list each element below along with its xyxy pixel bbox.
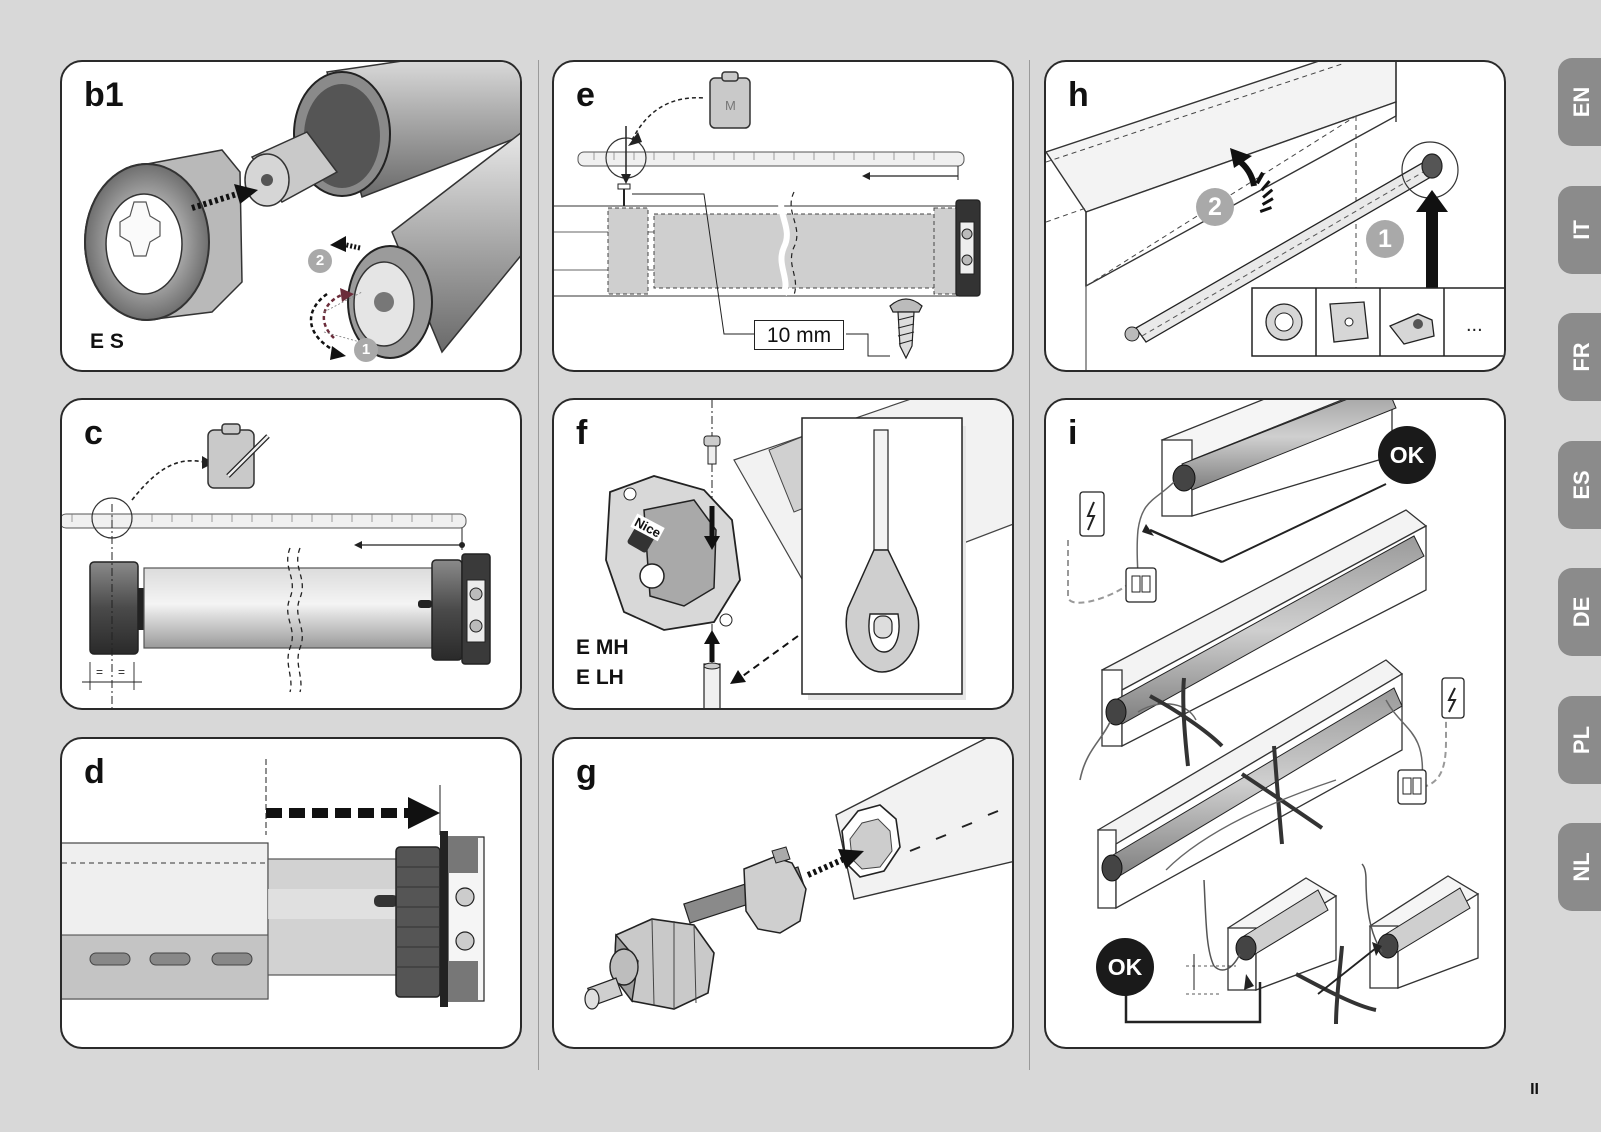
measure-label: 10 mm bbox=[754, 320, 844, 350]
panel-f-label: f bbox=[576, 414, 588, 452]
clipboard-letter: M bbox=[725, 98, 736, 113]
panel-d-label: d bbox=[84, 753, 105, 791]
c-illustration: = = bbox=[62, 423, 491, 708]
lang-tab-fr-label: FR bbox=[1569, 342, 1594, 372]
panel-b1-model: E S bbox=[90, 330, 124, 353]
ok-badge-top: OK bbox=[1378, 426, 1436, 484]
panel-f-model-mh: E MH bbox=[576, 636, 629, 659]
e-illustration bbox=[554, 71, 981, 360]
panel-h-label: h bbox=[1068, 76, 1089, 114]
lang-tab-es-label: ES bbox=[1569, 470, 1594, 500]
panel-e-label: e bbox=[576, 76, 595, 114]
step-badge-2: 2 bbox=[308, 249, 332, 273]
lang-tab-pl[interactable]: PL bbox=[1558, 696, 1601, 784]
panel-i: i OK OK bbox=[1044, 398, 1506, 1049]
d-illustration bbox=[62, 759, 485, 1007]
lang-tab-en[interactable]: EN bbox=[1558, 58, 1601, 146]
svg-text:=: = bbox=[118, 665, 125, 679]
ok-badge-bottom: OK bbox=[1096, 938, 1154, 996]
h-illustration bbox=[1046, 62, 1504, 370]
lang-tab-es[interactable]: ES bbox=[1558, 441, 1601, 529]
lang-tab-fr[interactable]: FR bbox=[1558, 313, 1601, 401]
page-number: II bbox=[1530, 1081, 1539, 1098]
lang-tab-pl-label: PL bbox=[1569, 725, 1594, 755]
step-badge-1: 1 bbox=[354, 338, 378, 362]
step-badge-1: 1 bbox=[1366, 220, 1404, 258]
panel-g-label: g bbox=[576, 753, 597, 791]
panel-b1-label: b1 bbox=[84, 76, 124, 114]
lang-tab-de[interactable]: DE bbox=[1558, 568, 1601, 656]
panel-c: = = c bbox=[60, 398, 522, 710]
g-illustration bbox=[584, 739, 1012, 1010]
lang-tab-de-label: DE bbox=[1569, 596, 1594, 628]
panel-e: e M 10 mm bbox=[552, 60, 1014, 372]
panel-d: d bbox=[60, 737, 522, 1049]
b1-illustration bbox=[84, 62, 520, 360]
panel-h: h 2 1 ... bbox=[1044, 60, 1506, 372]
panel-g: g bbox=[552, 737, 1014, 1049]
column-separator-right bbox=[1029, 60, 1030, 1070]
panel-i-label: i bbox=[1068, 414, 1078, 452]
panel-f-model-lh: E LH bbox=[576, 666, 624, 689]
panel-c-label: c bbox=[84, 414, 103, 452]
lang-tab-en-label: EN bbox=[1569, 86, 1594, 118]
panel-f: f Nice E MH E LH bbox=[552, 398, 1014, 710]
lang-tab-nl[interactable]: NL bbox=[1558, 823, 1601, 911]
lang-tab-it-label: IT bbox=[1569, 220, 1594, 240]
lang-tab-it[interactable]: IT bbox=[1558, 186, 1601, 274]
svg-text:=: = bbox=[96, 665, 103, 679]
more-brackets-indicator: ... bbox=[1466, 314, 1483, 336]
i-illustration bbox=[1067, 400, 1480, 1025]
column-separator-left bbox=[538, 60, 539, 1070]
f-illustration bbox=[605, 400, 1012, 708]
lang-tab-nl-label: NL bbox=[1569, 852, 1594, 882]
panel-b1: b1 E S 2 1 bbox=[60, 60, 522, 372]
step-badge-2: 2 bbox=[1196, 188, 1234, 226]
